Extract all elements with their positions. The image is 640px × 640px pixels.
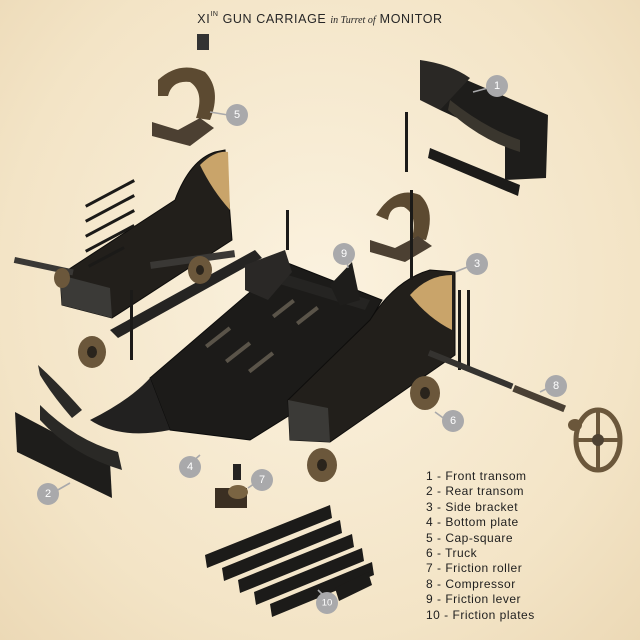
callout-8: 8 [545,375,567,397]
compressor-handwheel [568,407,623,473]
svg-text:2: 2 [45,488,51,500]
callout-1: 1 [486,75,508,97]
callout-10: 10 [316,592,338,614]
svg-text:6: 6 [450,415,456,427]
callout-4: 4 [179,456,201,478]
bottom-plate [90,261,383,441]
friction-lever [245,250,360,306]
fastener-bolts [85,112,470,370]
legend-item-front-transom: 1 - Front transom [426,469,527,483]
legend-item-bottom-plate: 4 - Bottom plate [426,515,519,530]
callout-9: 9 [333,243,355,265]
callout-6: 6 [442,410,464,432]
callout-2: 2 [37,483,59,505]
legend-item-friction-plates: 10 - Friction plates [426,607,535,622]
callout-7: 7 [251,469,273,491]
title-prefix: XI [197,12,211,26]
callout-3: 3 [466,253,488,275]
title-sup: IN [210,11,219,18]
title-main: GUN CARRIAGE [218,12,331,26]
legend-item-rear-transom: 2 - Rear transom [426,484,525,499]
legend-item-friction-lever: 9 - Friction lever [426,592,522,607]
svg-text:4: 4 [187,461,193,473]
side-bracket-right [287,269,456,443]
cap-square-mid [370,192,432,262]
svg-text:8: 8 [553,380,559,392]
page-title: XIIN GUN CARRIAGE in Turret of MONITOR [0,11,640,26]
svg-text:5: 5 [234,109,240,121]
legend-item-compressor: 8 - Compressor [426,576,516,591]
cap-square-top [152,34,215,146]
legend-item-side-bracket: 3 - Side bracket [426,499,519,514]
friction-roller [215,464,248,508]
svg-text:10: 10 [322,598,333,609]
title-italic: in Turret of [330,15,376,26]
legend-item-cap-square: 5 - Cap-square [426,530,514,545]
svg-text:1: 1 [494,80,500,92]
parts-legend: 1 - Front transom 2 - Rear transom 3 - S… [426,469,636,623]
front-transom [420,60,548,196]
svg-text:7: 7 [259,474,265,486]
svg-text:3: 3 [474,258,480,270]
rear-transom [15,365,122,498]
svg-text:9: 9 [341,248,347,260]
callout-5: 5 [226,104,248,126]
trucks [54,256,440,482]
legend-item-friction-roller: 7 - Friction roller [426,561,523,576]
legend-item-truck: 6 - Truck [426,545,478,560]
title-end: MONITOR [375,12,443,26]
side-bracket-left [59,149,233,319]
friction-plates [205,505,374,617]
